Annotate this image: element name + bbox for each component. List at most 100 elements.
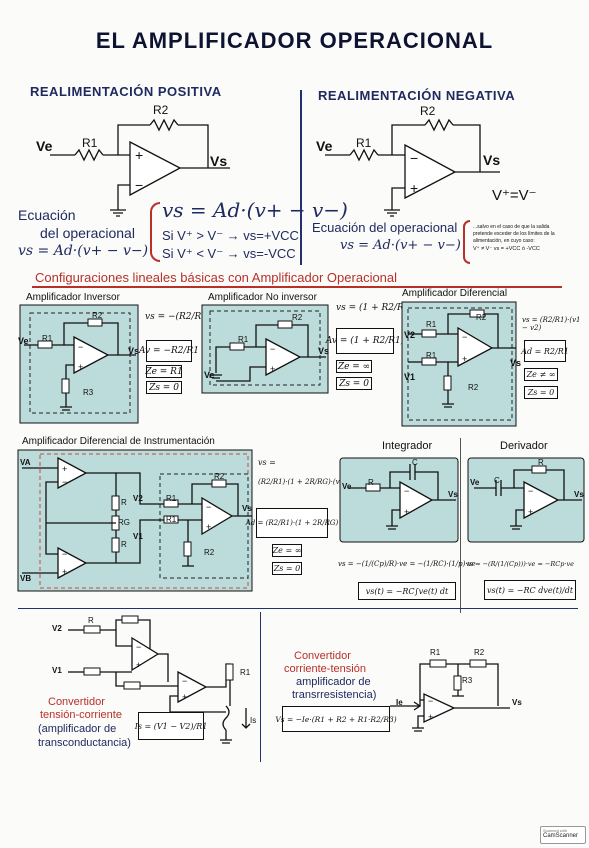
- ins-r-bot: R: [121, 540, 127, 549]
- neg-note-4: V⁺ ≠ V⁻ vs = +VCC ó -VCC: [473, 246, 540, 252]
- config-title: Configuraciones lineales básicas con Amp…: [35, 270, 398, 285]
- ct-formula-box: Vs = −Ie·(R1 + R2 + R1·R2/R3): [275, 706, 397, 732]
- der-c: C: [494, 476, 500, 485]
- ct-ie: Ie: [396, 698, 403, 707]
- neg-bracket: [463, 220, 470, 264]
- dif-vs-eq: vs = (R2/R1)·(v1 − v2): [522, 316, 581, 332]
- integ-c: C: [412, 458, 418, 467]
- ninv-vs-eq: vs = (1 + R2/R1)·ve: [336, 303, 427, 313]
- ct-title-l2: corriente-tensión: [284, 663, 366, 675]
- dif-r2b: R2: [468, 383, 479, 392]
- ins-vs: Vs: [242, 504, 252, 513]
- dif-r2a: R2: [476, 313, 487, 322]
- inv-gain-box: Av = −R2/R1: [139, 340, 199, 362]
- neg-vplus-eq-vminus: V⁺=V⁻: [492, 187, 537, 204]
- dif-r1b: R1: [426, 351, 437, 360]
- tc-is: Is: [250, 716, 257, 725]
- instrumentacion-title: Amplificador Diferencial de Instrumentac…: [22, 436, 215, 447]
- svg-text:+: +: [182, 692, 187, 702]
- diferencial-title: Amplificador Diferencial: [402, 288, 508, 299]
- tc-v1: V1: [52, 666, 62, 675]
- dif-gain-box: Ad = R2/R1: [521, 340, 569, 362]
- pos-cond2: Si V⁺ < V⁻ → vs=-VCC: [162, 246, 296, 261]
- integ-divider: [460, 438, 461, 613]
- tc-r1: R1: [240, 668, 251, 677]
- der-ve: Ve: [470, 478, 480, 487]
- inv-vs: Vs: [128, 346, 140, 356]
- der-vs: Vs: [574, 490, 584, 499]
- der-r: R: [538, 458, 544, 467]
- ninv-ve: Ve: [204, 370, 215, 380]
- tc-title-l2: tensión-corriente: [40, 709, 122, 721]
- pos-ecuacion-l2: del operacional: [40, 225, 135, 241]
- ct-r1: R1: [430, 648, 441, 657]
- instrumentacion-circuit: + − − + − +: [16, 448, 254, 593]
- noinversor-circuit: − +: [200, 303, 330, 395]
- svg-text:+: +: [462, 354, 467, 364]
- config-title-underline: [32, 286, 562, 288]
- pos-ecuacion-formula: vs = Ad·(v+ − v−): [18, 243, 149, 259]
- ninv-zi-box: Ze = ∞: [336, 360, 372, 373]
- svg-text:+: +: [62, 464, 67, 474]
- ninv-vs: Vs: [318, 346, 330, 356]
- tc-title-l1: Convertidor: [48, 696, 105, 708]
- ins-r1a: R1: [166, 494, 177, 503]
- inv-zi-box: Ze = R1: [145, 365, 183, 378]
- integrador-circuit: − +: [338, 456, 460, 544]
- tc-r: R: [88, 616, 94, 625]
- inv-r1: R1: [42, 334, 53, 343]
- divider-top: [300, 90, 302, 265]
- ins-va: VA: [20, 458, 31, 467]
- positive-feedback-circuit: + −: [30, 100, 260, 220]
- dif-zi-box: Ze ≠ ∞: [524, 368, 558, 381]
- pos-r2-label: R2: [153, 103, 169, 117]
- neg-ecuacion: Ecuación del operacional: [312, 220, 458, 235]
- integ-vs-eq: vs = −(1/(Cp)/R)·ve = −(1/RC)·(1/p)·ve: [338, 560, 476, 568]
- scanner-badge: Scanned with CamScanner: [540, 826, 586, 844]
- svg-text:−: −: [528, 486, 533, 496]
- inv-r3: R3: [83, 388, 94, 397]
- negative-feedback-heading: REALIMENTACIÓN NEGATIVA: [318, 88, 516, 103]
- svg-text:+: +: [206, 522, 211, 532]
- integ-vs: Vs: [448, 490, 458, 499]
- pos-vs-label: Vs: [210, 153, 228, 169]
- ins-zo-box: Zs = 0: [272, 562, 302, 575]
- scanner-line1: Scanned with: [543, 828, 568, 833]
- pos-bracket: [150, 202, 160, 262]
- ins-v2: V2: [133, 494, 143, 503]
- svg-text:+: +: [410, 180, 418, 196]
- ins-v1: V1: [133, 532, 143, 541]
- ninv-r2: R2: [292, 313, 303, 322]
- der-vs-eq: vs = −(R/(1/(Cp)))·ve = −RCp·ve: [466, 560, 575, 568]
- ct-vs: Vs: [512, 698, 522, 707]
- ins-vs-eq-l1: vs =: [258, 458, 276, 467]
- dif-r1a: R1: [426, 320, 437, 329]
- neg-ecuacion-formula: vs = Ad·(v+ − v−): [340, 238, 461, 253]
- svg-text:−: −: [270, 344, 275, 354]
- neg-r2-label: R2: [420, 104, 436, 118]
- ins-r-top: R: [121, 498, 127, 507]
- svg-text:−: −: [404, 486, 409, 496]
- svg-text:−: −: [62, 477, 67, 487]
- inv-vs-eq: vs = −(R2/R1)·ve: [145, 312, 224, 322]
- pos-ecuacion-l1: Ecuación: [18, 207, 76, 223]
- svg-text:+: +: [136, 660, 141, 670]
- pos-ve-label: Ve: [36, 138, 53, 154]
- svg-text:+: +: [528, 507, 533, 517]
- ins-zi-box: Ze = ∞: [272, 544, 302, 557]
- ins-vs-eq-l2: (R2/R1)·(1 + 2R/RG)·(vB − vA): [258, 478, 367, 486]
- scanner-line2: CamScanner: [543, 833, 579, 839]
- diferencial-circuit: − +: [400, 300, 518, 428]
- inv-ve: Ve: [18, 336, 29, 346]
- corriente-tension-circuit: − +: [380, 650, 530, 746]
- ct-sub-l2: transrresistencia): [292, 689, 377, 701]
- noinversor-title: Amplificador No inversor: [208, 292, 317, 303]
- ins-r2b: R2: [204, 548, 215, 557]
- pos-big-formula: vs = Ad·(v+ − v−): [162, 198, 348, 222]
- tc-sub-l2: transconductancia): [38, 737, 131, 749]
- svg-text:−: −: [135, 177, 143, 193]
- ins-r2a: R2: [214, 472, 225, 481]
- inversor-circuit: − +: [18, 303, 142, 425]
- ins-r1b: R1: [166, 515, 177, 524]
- inv-zo-box: Zs = 0: [146, 381, 182, 394]
